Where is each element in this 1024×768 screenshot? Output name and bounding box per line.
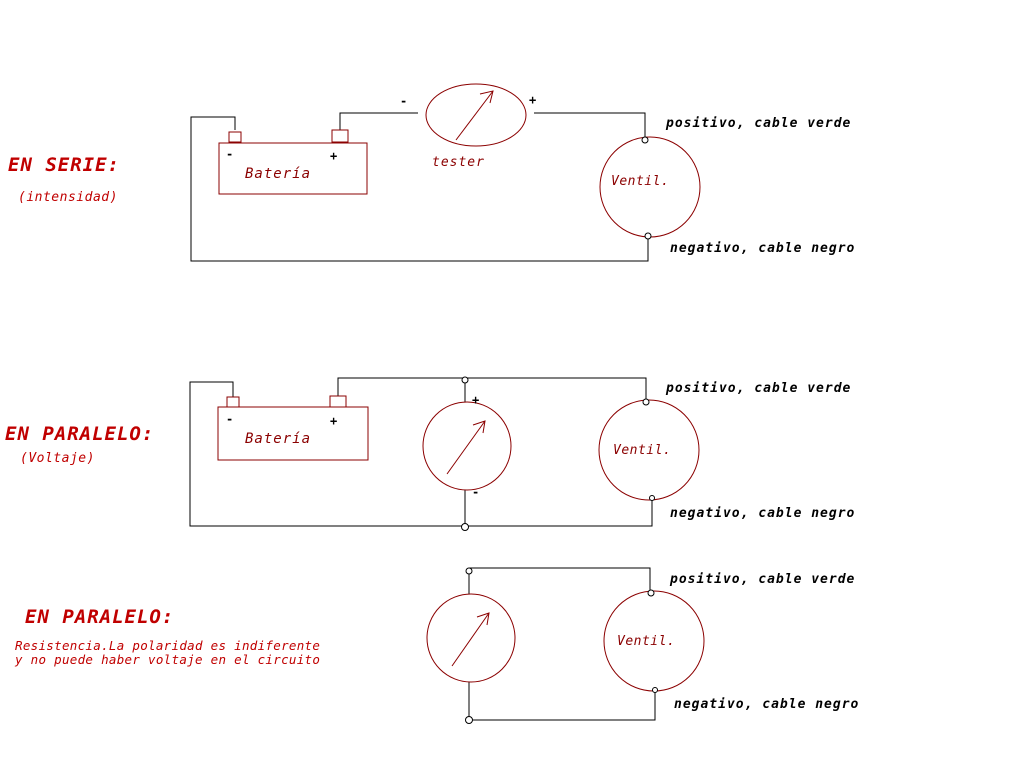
pv-battery-label: Batería: [245, 431, 312, 447]
series-connectors: [641, 136, 652, 240]
pv-connectors: [461, 376, 655, 531]
pv-meter: [422, 401, 512, 491]
series-wire-battery-to-tester: [339, 112, 418, 130]
meter-needle: [446, 420, 486, 475]
battery-terminal-negative: [226, 396, 240, 408]
pv-battery: [217, 395, 369, 461]
pv-positive-label: positivo, cable verde: [666, 381, 852, 396]
series-battery: [218, 129, 368, 195]
series-tester-minus: -: [400, 94, 408, 108]
battery-body: [217, 406, 369, 461]
battery-terminal-negative: [228, 131, 242, 143]
connector-dot: [647, 589, 655, 597]
series-wire-tester-to-fan: [534, 112, 646, 140]
series-circuit: [190, 112, 649, 262]
connector-dot: [642, 398, 650, 406]
pv-battery-minus: -: [226, 412, 234, 426]
series-wire-left-loop: [190, 116, 649, 262]
pr-wire-top: [468, 567, 651, 594]
meter-needle: [451, 612, 490, 667]
series-battery-plus: +: [330, 149, 338, 163]
pv-meter-plus: +: [472, 393, 480, 407]
series-battery-minus: -: [226, 147, 234, 161]
series-positive-label: positivo, cable verde: [666, 116, 852, 131]
connector-dot: [465, 567, 473, 575]
series-fan-label: Ventil.: [611, 174, 670, 189]
tester-needle: [455, 90, 494, 141]
series-subtitle: (intensidad): [18, 190, 118, 205]
parallel-voltage-title: EN PARALELO:: [5, 423, 155, 445]
pr-connectors: [465, 567, 658, 724]
pr-fan-label: Ventil.: [617, 634, 676, 649]
connector-dot: [641, 136, 649, 144]
pr-positive-label: positivo, cable verde: [670, 572, 856, 587]
pv-fan-label: Ventil.: [613, 443, 672, 458]
connector-dot: [465, 716, 473, 724]
pr-wire-bottom: [469, 690, 656, 721]
connector-dot: [644, 232, 652, 240]
connector-dot: [461, 376, 469, 384]
pr-meter: [426, 593, 516, 683]
pv-wire-left-loop: [189, 381, 653, 527]
pv-fan: [598, 399, 700, 501]
parallel-voltage-subtitle: (Voltaje): [20, 451, 95, 466]
pv-meter-minus: -: [472, 485, 480, 499]
series-title: EN SERIE:: [8, 154, 120, 176]
series-battery-label: Batería: [245, 166, 312, 182]
series-tester-label: tester: [432, 155, 485, 170]
parallel-resistance-note-line1: Resistencia.La polaridad es indiferente: [15, 638, 321, 653]
parallel-resistance-note-line2: y no puede haber voltaje en el circuito: [15, 652, 321, 667]
pv-wire-top: [337, 377, 647, 405]
parallel-resistance-title: EN PARALELO:: [25, 606, 175, 628]
fan-circle: [598, 399, 700, 501]
battery-body: [218, 142, 368, 195]
pv-negative-label: negativo, cable negro: [670, 506, 856, 521]
connector-dot: [461, 523, 469, 531]
tester-needle-arrow: [479, 90, 494, 104]
series-tester: [425, 83, 527, 147]
battery-terminal-positive: [331, 129, 349, 143]
tester-circle: [425, 83, 527, 147]
connector-dot: [649, 495, 655, 501]
meter-needle-arrow: [476, 612, 490, 626]
battery-terminal-positive: [329, 395, 347, 408]
pr-negative-label: negativo, cable negro: [674, 697, 860, 712]
series-negative-label: negativo, cable negro: [670, 241, 856, 256]
pv-battery-plus: +: [330, 414, 338, 428]
meter-needle-arrow: [472, 420, 486, 434]
connector-dot: [652, 687, 658, 693]
series-tester-plus: +: [529, 93, 537, 107]
